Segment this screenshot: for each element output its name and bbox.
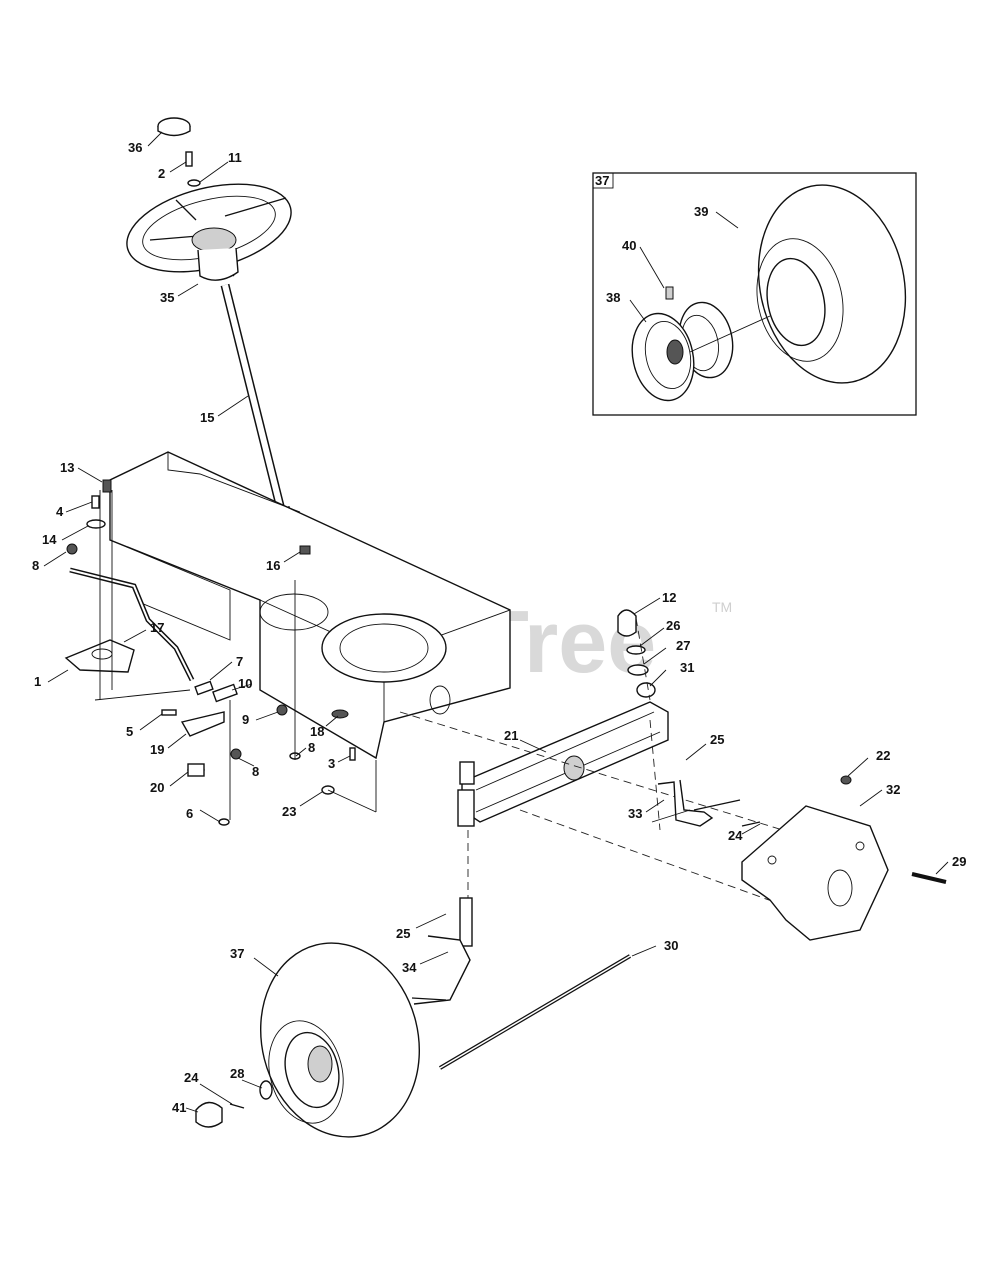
callout-c25b: 25 — [396, 926, 410, 941]
callout-c28: 28 — [230, 1066, 244, 1081]
callout-c39: 39 — [694, 204, 708, 219]
wheel-detail-inset: 37 — [592, 172, 917, 416]
callout-c10: 10 — [238, 676, 252, 691]
callout-c12: 12 — [662, 590, 676, 605]
callout-c13: 13 — [60, 460, 74, 475]
callout-c37: 37 — [230, 946, 244, 961]
callout-c5: 5 — [126, 724, 133, 739]
watermark-trademark: TM — [712, 599, 732, 615]
callout-c11: 11 — [228, 150, 242, 165]
callout-c24b: 24 — [184, 1070, 199, 1085]
callout-c15: 15 — [200, 410, 214, 425]
callout-c21: 21 — [504, 728, 518, 743]
front-axle-assembly — [399, 597, 949, 1070]
steering-linkage — [43, 467, 377, 826]
callout-c23: 23 — [282, 804, 296, 819]
callout-c35: 35 — [160, 290, 174, 305]
callout-c32: 32 — [886, 782, 900, 797]
callout-c29: 29 — [952, 854, 966, 869]
callout-c8a: 8 — [32, 558, 39, 573]
callout-c9: 9 — [242, 712, 249, 727]
callout-c24a: 24 — [728, 828, 743, 843]
callout-c31: 31 — [680, 660, 694, 675]
inset-label: 37 — [595, 173, 609, 188]
callout-c7: 7 — [236, 654, 243, 669]
front-wheel — [185, 942, 421, 1138]
callout-c22: 22 — [876, 748, 890, 763]
callout-c33: 33 — [628, 806, 642, 821]
callout-c26: 26 — [666, 618, 680, 633]
callout-c38: 38 — [606, 290, 620, 305]
callout-c18: 18 — [310, 724, 324, 739]
callout-c8c: 8 — [308, 740, 315, 755]
callout-c40: 40 — [622, 238, 636, 253]
callout-c2: 2 — [158, 166, 165, 181]
callout-c41: 41 — [172, 1100, 186, 1115]
callout-c30: 30 — [664, 938, 678, 953]
callout-c34: 34 — [402, 960, 417, 975]
callout-c25a: 25 — [710, 732, 724, 747]
callout-c27: 27 — [676, 638, 690, 653]
callout-c14: 14 — [42, 532, 57, 547]
callout-c3: 3 — [328, 756, 335, 771]
callout-c8b: 8 — [252, 764, 259, 779]
callout-c16: 16 — [266, 558, 280, 573]
callout-c19: 19 — [150, 742, 164, 757]
callout-c1: 1 — [34, 674, 41, 689]
callout-c4: 4 — [56, 504, 64, 519]
frame — [109, 451, 511, 760]
callout-c20: 20 — [150, 780, 164, 795]
callout-c6: 6 — [186, 806, 193, 821]
callout-c17: 17 — [150, 620, 164, 635]
callout-c36: 36 — [128, 140, 142, 155]
